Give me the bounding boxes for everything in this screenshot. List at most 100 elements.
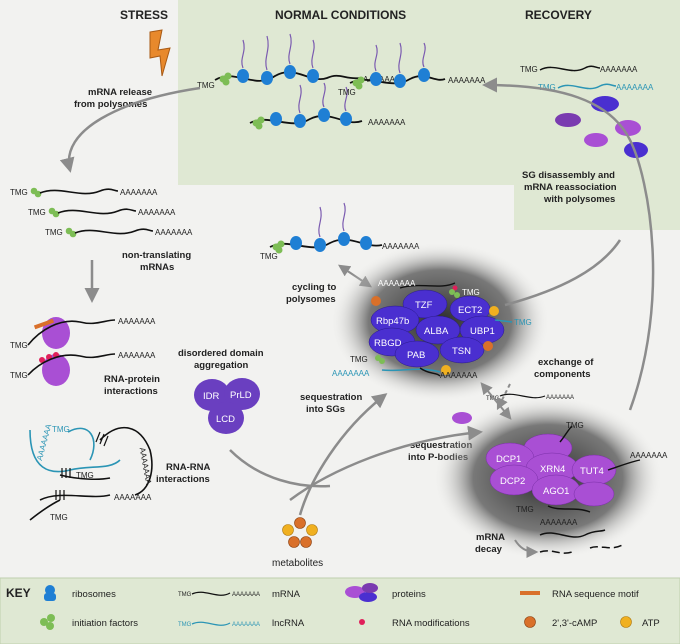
svg-text:TMG: TMG	[28, 208, 46, 217]
svg-text:AAAAAAA: AAAAAAA	[35, 422, 54, 461]
label-non-translating: non-translating mRNAs	[122, 250, 194, 273]
arrow-exchange-dashed	[496, 383, 511, 411]
arrow-sg-recovery	[504, 239, 622, 307]
metabolites-cluster	[282, 517, 318, 548]
svg-text:IDR: IDR	[203, 391, 220, 402]
label-rna-protein: RNA-protein interactions	[104, 374, 163, 397]
rna-rna-network: TMG AAAAAAA AAAAAAA TMG AAAAAAA TMG	[29, 422, 153, 522]
svg-text:TMG: TMG	[178, 592, 192, 598]
tmg-label: TMG	[338, 88, 356, 97]
polya-label: AAAAAAA	[600, 65, 638, 74]
key-initiation-icon	[40, 614, 55, 630]
tmg-label: TMG	[520, 65, 538, 74]
header-normal: NORMAL CONDITIONS	[275, 8, 406, 22]
arrow-recovery	[482, 77, 655, 411]
p-body: DCP1 XRN4 DCP2 TUT4 AGO1 TMG AAAAAAA TMG…	[485, 421, 668, 527]
label-sequestration-sg: sequestration into SGs	[300, 392, 365, 415]
svg-text:AAAAAAA: AAAAAAA	[120, 188, 158, 197]
key-modification-icon	[359, 619, 365, 625]
key-ribosomes: ribosomes	[72, 589, 116, 600]
polysome-middle: AAAAAAA	[249, 82, 406, 130]
key-lncrna: lncRNA	[272, 618, 305, 629]
svg-text:TMG: TMG	[178, 622, 192, 628]
arrow-to-sg	[298, 393, 388, 516]
svg-text:TMG: TMG	[260, 252, 278, 261]
sg-protein-label: Rbp47b	[376, 316, 409, 327]
header-recovery: RECOVERY	[525, 8, 592, 22]
key-lncrna-icon: TMG AAAAAAA	[178, 621, 260, 628]
rna-protein-complex: TMG AAAAAAA TMG AAAAAAA	[10, 317, 156, 386]
pbody-protein-label: AGO1	[543, 486, 569, 497]
svg-text:AAAAAAA: AAAAAAA	[138, 208, 176, 217]
svg-text:TMG: TMG	[516, 505, 534, 514]
key-camp-icon	[524, 616, 536, 628]
key-atp-icon	[620, 616, 632, 628]
key-proteins: proteins	[392, 589, 426, 600]
svg-text:TMG: TMG	[514, 318, 532, 327]
svg-text:TMG: TMG	[10, 188, 28, 197]
normal-conditions-panel	[178, 0, 514, 185]
key-mrna-icon: TMG AAAAAAA	[178, 591, 260, 598]
svg-text:AAAAAAA: AAAAAAA	[114, 493, 152, 502]
polya-label: AAAAAAA	[368, 118, 406, 127]
key-proteins-icon	[345, 583, 378, 602]
sg-protein-label: ALBA	[424, 326, 449, 337]
arrow-exchange	[480, 382, 512, 420]
key-modifications: RNA modifications	[392, 618, 470, 629]
label-cycling: cycling to polysomes	[286, 282, 339, 305]
tmg-label: TMG	[197, 81, 215, 90]
svg-text:TMG: TMG	[566, 421, 584, 430]
sg-protein-label: TZF	[415, 300, 433, 311]
key-title: KEY	[6, 586, 31, 600]
svg-text:TMG: TMG	[76, 471, 94, 480]
arrow-release	[59, 86, 201, 173]
pbody-protein-label: XRN4	[540, 464, 565, 475]
pbody-protein-label: DCP2	[500, 476, 525, 487]
svg-text:LCD: LCD	[216, 414, 235, 425]
stress-granule: TZF Rbp47b ECT2 RBGD ALBA UBP1 PAB TSN A…	[332, 279, 532, 380]
key-mrna: mRNA	[272, 589, 301, 600]
label-disordered: disordered domain aggregation	[178, 348, 266, 371]
svg-text:AAAAAAA: AAAAAAA	[232, 622, 260, 628]
svg-text:AAAAAAA: AAAAAAA	[118, 317, 156, 326]
sg-protein-label: PAB	[407, 350, 425, 361]
svg-text:PrLD: PrLD	[230, 390, 252, 401]
cycling-polysome: TMG AAAAAAA	[260, 202, 420, 261]
svg-text:AAAAAAA: AAAAAAA	[378, 279, 416, 288]
label-mrna-release: mRNA release from polysomes	[74, 87, 155, 110]
label-metabolites: metabolites	[272, 558, 323, 569]
svg-text:TMG: TMG	[52, 425, 70, 434]
polya-label: AAAAAAA	[363, 75, 401, 84]
polya-label: AAAAAAA	[616, 83, 654, 92]
svg-text:AAAAAAA: AAAAAAA	[630, 451, 668, 460]
pbody-protein-label: TUT4	[580, 466, 604, 477]
recovery-rna: TMG AAAAAAA TMG AAAAAAA	[520, 65, 654, 158]
svg-text:AAAAAAA: AAAAAAA	[232, 592, 260, 598]
svg-text:AAAAAAA: AAAAAAA	[332, 369, 370, 378]
svg-text:AAAAAAA: AAAAAAA	[118, 351, 156, 360]
key-atp: ATP	[642, 618, 660, 629]
svg-text:TMG: TMG	[10, 341, 28, 350]
label-rna-rna: RNA-RNA interactions	[156, 462, 213, 485]
key-initiation: initiation factors	[72, 618, 138, 629]
recovery-panel	[514, 0, 680, 230]
header-stress: STRESS	[120, 8, 168, 22]
svg-text:TMG: TMG	[10, 371, 28, 380]
sg-protein-label: ECT2	[458, 305, 482, 316]
tmg-label: TMG	[538, 83, 556, 92]
svg-text:AAAAAAA: AAAAAAA	[440, 371, 478, 380]
sg-protein-label: TSN	[452, 346, 471, 357]
label-sg-disassembly: SG disassembly and mRNA reassociation wi…	[522, 170, 619, 205]
polysome-right: TMG AAAAAAA	[338, 42, 486, 97]
arrow-idr	[229, 449, 331, 488]
polysome-top: TMG AAAAAAA	[197, 33, 401, 90]
key-panel	[0, 577, 680, 644]
svg-text:AAAAAAA: AAAAAAA	[382, 242, 420, 251]
non-translating-mrnas: TMG AAAAAAA TMG AAAAAAA TMG AAAAAAA	[10, 187, 193, 238]
svg-text:AAAAAAA: AAAAAAA	[155, 228, 193, 237]
svg-text:TMG: TMG	[462, 288, 480, 297]
label-exchange: exchange of components	[534, 357, 596, 380]
polya-label: AAAAAAA	[448, 76, 486, 85]
